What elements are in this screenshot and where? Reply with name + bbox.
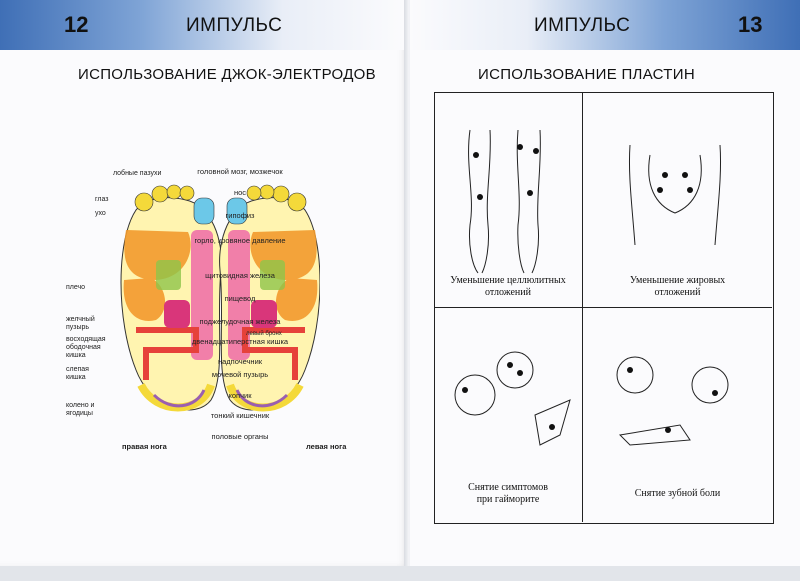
label-eye: глаз [95,196,109,203]
caption-cellulite-line2: отложений [484,287,531,298]
legs-illustration [468,129,541,274]
right-page-brand: ИМПУЛЬС [534,15,631,36]
foot-reflexology-chart [120,184,320,412]
label-bladder: мочевой пузырь [211,370,269,379]
caption-cellulite: Уменьшение целлюлитных отложений [434,275,582,299]
grid-divider-horizontal [434,307,772,308]
caption-sinusitis: Снятие симптомов при гайморите [434,482,582,506]
left-foot-drawing [219,184,320,412]
label-throat-pressure: горло, кровяное давление [194,236,286,245]
label-ear: ухо [95,210,106,217]
caption-fat: Уменьшение жировых отложений [583,275,772,299]
toothache-illustration [616,356,729,446]
caption-left-foot: левая нога [306,442,347,451]
left-page-number: 12 [64,12,89,37]
right-page: ИМПУЛЬС 13 ИСПОЛЬЗОВАНИЕ ПЛАСТИН [410,0,800,566]
right-page-number: 13 [738,12,763,37]
left-page-header: 12 ИМПУЛЬС [0,0,404,50]
caption-toothache: Снятие зубной боли [583,488,772,500]
left-page-title: ИСПОЛЬЗОВАНИЕ ДЖОК-ЭЛЕКТРОДОВ [78,66,376,83]
caption-sinusitis-line2: при гайморите [476,494,540,505]
label-coccyx: копчик [228,391,252,400]
plates-grid [434,92,774,524]
spine-gutter [404,0,414,566]
page-bottom-edge [0,566,800,581]
label-frontal-sinuses: лобные пазухи [113,170,162,177]
caption-cellulite-line1: Уменьшение целлюлитных [450,275,566,286]
label-small-intestine: тонкий кишечник [210,411,270,420]
label-cecum: слепая кишка [66,366,89,381]
caption-toothache-line1: Снятие зубной боли [634,488,721,499]
label-ascending-colon: восходящая ободочная кишка [66,336,106,359]
sinus-illustration [454,351,571,446]
label-genitals: половые органы [211,432,269,441]
label-shoulder: плечо [66,284,86,291]
label-thyroid: щитовидная железа [205,271,275,280]
caption-fat-line1: Уменьшение жировых [629,275,726,286]
right-page-header: ИМПУЛЬС 13 [410,0,800,50]
label-duodenum: двенадцатиперстная кишка [191,337,289,346]
label-brain-cerebellum: головной мозг, мозжечок [197,167,283,176]
label-adrenal: надпочечник [217,357,263,366]
label-esophagus: пищевод [224,294,256,303]
label-gallbladder: желчный пузырь [66,316,95,331]
label-pituitary: гипофиз [225,211,255,220]
label-pancreas: поджелудочная железа [199,317,281,326]
caption-fat-line2: отложений [654,287,701,298]
caption-sinusitis-line1: Снятие симптомов [468,482,548,493]
caption-right-foot: правая нога [122,442,167,451]
right-page-title: ИСПОЛЬЗОВАНИЕ ПЛАСТИН [478,66,695,83]
left-page-brand: ИМПУЛЬС [186,15,283,36]
left-page: 12 ИМПУЛЬС ИСПОЛЬЗОВАНИЕ ДЖОК-ЭЛЕКТРОДОВ [0,0,408,566]
label-knee-buttocks: колено и ягодицы [66,402,95,417]
right-foot-drawing [120,184,222,412]
torso-illustration [628,144,722,246]
label-nose: нос [233,188,247,197]
label-left-bronchus: левый бронх [246,331,282,337]
